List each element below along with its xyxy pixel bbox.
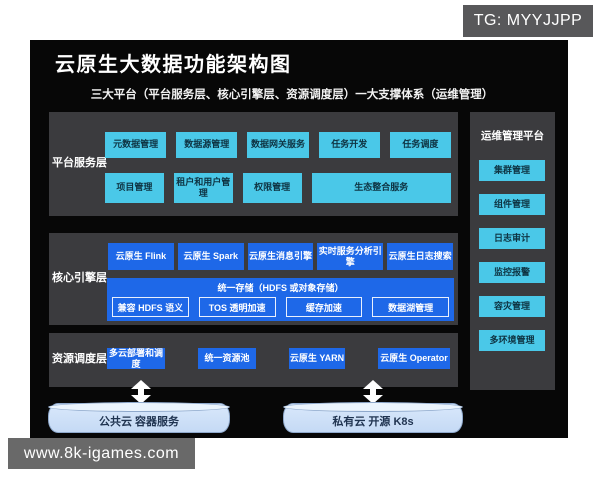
- resource-scheduling-layer-panel: 资源调度层 多云部署和调度 统一资源池 云原生 YARN 云原生 Operato…: [49, 333, 458, 387]
- ops-item-box: 组件管理: [479, 194, 545, 215]
- resource-scheduling-items: 多云部署和调度 统一资源池 云原生 YARN 云原生 Operator: [107, 348, 450, 369]
- core-engine-layer-panel: 核心引擎层 云原生 Flink 云原生 Spark 云原生消息引擎 实时服务分析…: [49, 233, 458, 325]
- ops-item-box: 集群管理: [479, 160, 545, 181]
- core-engine-layer-label: 核心引擎层: [52, 272, 107, 285]
- platform-services-layer-panel: 平台服务层 元数据管理 数据源管理 数据网关服务 任务开发 任务调度 项目管理 …: [49, 112, 458, 216]
- platform-service-box: 租户和用户管理: [173, 173, 233, 203]
- scheduler-box: 统一资源池: [198, 348, 256, 369]
- platform-services-row2: 项目管理 租户和用户管理 权限管理 生态整合服务: [105, 173, 451, 203]
- scheduler-box: 云原生 Operator: [378, 348, 450, 369]
- ops-management-items: 集群管理 组件管理 日志审计 监控报警 容灾管理 多环境管理: [479, 160, 545, 351]
- unified-storage-container: 统一存储（HDFS 或对象存储） 兼容 HDFS 语义 TOS 透明加速 缓存加…: [107, 278, 454, 321]
- cloud-cylinder-label: 公共云 容器服务: [98, 416, 180, 428]
- cloud-cylinder-label: 私有云 开源 K8s: [332, 416, 414, 428]
- engine-box: 云原生日志搜索: [387, 243, 453, 270]
- ops-item-box: 监控报警: [479, 262, 545, 283]
- watermark: www.8k-igames.com: [8, 438, 195, 469]
- telegram-badge: TG: MYYJJPP: [463, 5, 593, 37]
- platform-service-box: 任务开发: [318, 132, 380, 158]
- platform-service-box: 项目管理: [105, 173, 164, 203]
- architecture-diagram: 云原生大数据功能架构图 三大平台（平台服务层、核心引擎层、资源调度层）一大支撑体…: [30, 40, 568, 438]
- storage-sub-box: 数据湖管理: [372, 297, 449, 317]
- storage-sub-box: TOS 透明加速: [198, 297, 276, 317]
- cloud-cylinder-private: 私有云 开源 K8s: [283, 402, 463, 433]
- platform-service-box: 元数据管理: [105, 132, 167, 158]
- unified-storage-items: 兼容 HDFS 语义 TOS 透明加速 缓存加速 数据湖管理: [112, 297, 449, 317]
- ops-item-box: 日志审计: [479, 228, 545, 249]
- ops-management-panel: 运维管理平台 集群管理 组件管理 日志审计 监控报警 容灾管理 多环境管理: [470, 112, 555, 390]
- diagram-subtitle: 三大平台（平台服务层、核心引擎层、资源调度层）一大支撑体系（运维管理）: [90, 89, 494, 101]
- ops-management-title: 运维管理平台: [481, 130, 544, 142]
- platform-service-box: 生态整合服务: [311, 173, 451, 203]
- core-engine-row1: 云原生 Flink 云原生 Spark 云原生消息引擎 实时服务分析引擎 云原生…: [108, 243, 453, 270]
- double-arrow-icon: [363, 380, 383, 404]
- double-arrow-icon: [131, 380, 151, 404]
- ops-item-box: 容灾管理: [479, 296, 545, 317]
- diagram-title: 云原生大数据功能架构图: [55, 54, 292, 76]
- platform-service-box: 数据网关服务: [247, 132, 309, 158]
- storage-sub-box: 缓存加速: [285, 297, 363, 317]
- engine-box: 实时服务分析引擎: [317, 243, 384, 270]
- platform-service-box: 数据源管理: [176, 132, 238, 158]
- engine-box: 云原生 Flink: [108, 243, 174, 270]
- engine-box: 云原生 Spark: [177, 243, 244, 270]
- platform-services-row1: 元数据管理 数据源管理 数据网关服务 任务开发 任务调度: [105, 132, 452, 158]
- platform-service-box: 任务调度: [389, 132, 452, 158]
- scheduler-box: 多云部署和调度: [107, 347, 165, 369]
- storage-sub-box: 兼容 HDFS 语义: [112, 297, 189, 317]
- cloud-cylinder-public: 公共云 容器服务: [48, 402, 230, 433]
- platform-services-layer-label: 平台服务层: [52, 157, 107, 170]
- ops-item-box: 多环境管理: [479, 330, 545, 351]
- scheduler-box: 云原生 YARN: [289, 348, 345, 369]
- unified-storage-title: 统一存储（HDFS 或对象存储）: [217, 283, 344, 293]
- resource-scheduling-layer-label: 资源调度层: [52, 353, 107, 366]
- platform-service-box: 权限管理: [242, 173, 302, 203]
- engine-box: 云原生消息引擎: [247, 243, 314, 270]
